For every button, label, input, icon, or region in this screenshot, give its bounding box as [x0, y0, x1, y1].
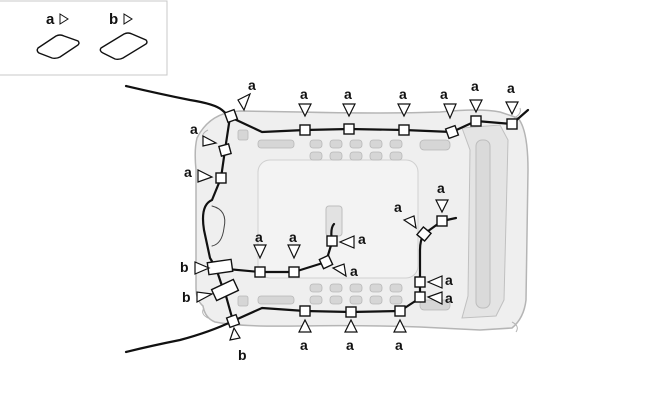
clip-rectangle [206, 258, 234, 276]
headliner-panel [194, 107, 529, 333]
clip-square [470, 115, 482, 127]
clip-square [225, 313, 241, 329]
callout-label: b [182, 289, 191, 305]
callout-label: a [184, 164, 192, 180]
callout-label: a [344, 86, 352, 102]
clip-square [415, 225, 433, 243]
clip-square [444, 124, 460, 140]
clip-rectangle [210, 278, 240, 302]
callout-label: a [346, 337, 354, 353]
callout-label: a [350, 263, 358, 279]
clip-square [215, 172, 227, 184]
clip-square [299, 305, 311, 317]
callout-label: a [289, 229, 297, 245]
clip-square [394, 305, 406, 317]
clip-square [223, 108, 239, 124]
pointer-triangles [194, 92, 519, 341]
clip-square [414, 276, 426, 288]
callout-label: a [394, 199, 402, 215]
callout-label: a [395, 337, 403, 353]
clip-square [506, 118, 518, 130]
callout-label: a [358, 231, 366, 247]
clip-square [326, 235, 338, 247]
callout-label: a [255, 229, 263, 245]
callout-label: a [300, 337, 308, 353]
callout-label: a [190, 121, 198, 137]
clip-square [414, 291, 426, 303]
legend-label-a: a [46, 11, 55, 28]
clip-square [288, 266, 300, 278]
clip-square [218, 143, 232, 157]
clip-square [345, 306, 357, 318]
callout-label: a [440, 86, 448, 102]
callout-label: a [507, 80, 515, 96]
legend-arrow-b-icon [123, 13, 133, 25]
callout-label: a [300, 86, 308, 102]
callout-label: b [180, 259, 189, 275]
callout-label: b [238, 347, 247, 363]
clip-square [254, 266, 266, 278]
clip-square [343, 123, 355, 135]
clip-square [299, 124, 311, 136]
callout-label: a [399, 86, 407, 102]
legend: a b [0, 0, 168, 76]
callout-label: a [471, 78, 479, 94]
legend-label-b: b [109, 11, 118, 28]
callout-label: a [445, 290, 453, 306]
small-pad-icon [36, 34, 80, 60]
callout-label: a [445, 272, 453, 288]
callout-label: a [437, 180, 445, 196]
large-pad-icon [99, 32, 148, 61]
callout-label: a [248, 77, 256, 93]
legend-arrow-a-icon [59, 13, 69, 25]
clip-markers [206, 108, 518, 329]
clip-square [398, 124, 410, 136]
clip-square [318, 254, 334, 270]
clip-square [436, 215, 448, 227]
callout-labels: a a a a a a a a a a a a a a a a a a a b … [180, 77, 515, 363]
